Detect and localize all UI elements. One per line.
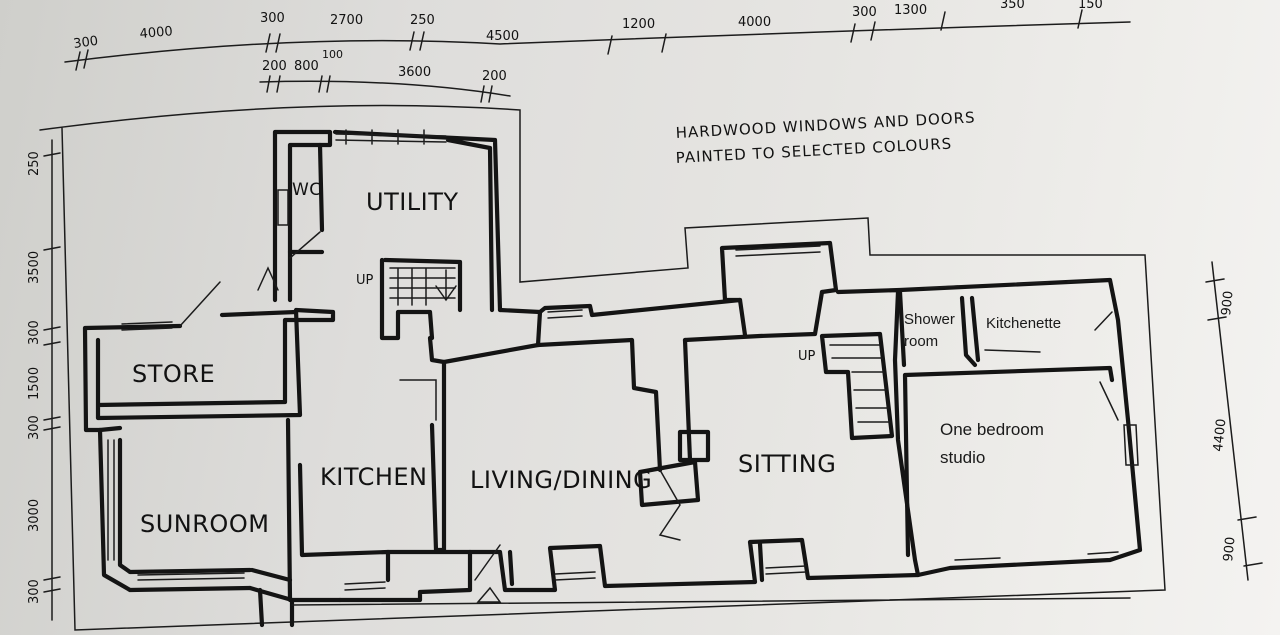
dim-top-12: 150 (1078, 0, 1103, 12)
site-boundary (39, 104, 1166, 631)
dim-second-3: 100 (322, 48, 343, 61)
dimension-labels-right: 900 4400 900 (1211, 290, 1239, 562)
dim-left-5: 300 (27, 415, 42, 440)
dim-left-7: 300 (27, 579, 42, 604)
dim-right-2: 4400 (1211, 418, 1229, 452)
dim-right-1: 900 (1219, 290, 1237, 316)
room-label-shower-room-line2: room (904, 333, 938, 350)
dim-second-2: 800 (294, 59, 319, 74)
dim-top-2: 4000 (139, 24, 173, 42)
dimension-labels-top: 300 4000 300 2700 250 4500 1200 4000 300… (72, 0, 1102, 52)
dim-left-6: 3000 (27, 499, 42, 532)
dim-top-6: 4500 (486, 29, 519, 44)
room-label-sunroom: SUNROOM (140, 510, 269, 538)
dim-left-1: 250 (27, 151, 42, 176)
room-label-sitting: SITTING (738, 450, 836, 478)
windows (107, 129, 1139, 591)
dim-top-8: 4000 (738, 15, 771, 30)
room-label-studio-line1: One bedroom (940, 420, 1044, 439)
dim-second-5: 200 (482, 69, 507, 84)
dim-right-3: 900 (1221, 536, 1239, 562)
dim-top-7: 1200 (622, 17, 655, 32)
room-label-studio-line2: studio (940, 448, 985, 467)
stair-up-label-2: UP (798, 349, 816, 364)
dim-top-1: 300 (72, 34, 99, 52)
room-label-living-dining: LIVING/DINING (470, 466, 652, 494)
dimension-chain-top (64, 9, 1131, 71)
dimension-chain-left (43, 139, 61, 621)
dim-top-11: 350 (1000, 0, 1025, 12)
dimension-chain-second (259, 75, 511, 103)
room-label-shower-room-line1: Shower (904, 311, 955, 328)
dim-top-5: 250 (410, 13, 435, 28)
room-label-kitchen: KITCHEN (320, 463, 428, 491)
dim-left-2: 3500 (27, 251, 42, 284)
dimension-labels-second: 200 800 100 3600 200 (262, 48, 507, 84)
dim-top-9: 300 (852, 5, 877, 20)
dim-top-10: 1300 (894, 3, 927, 18)
door-swings (179, 231, 1119, 603)
room-label-wc: WC (292, 180, 322, 200)
room-label-utility: UTILITY (366, 188, 459, 216)
dim-second-1: 200 (262, 59, 287, 74)
dim-left-4: 1500 (27, 367, 42, 400)
dim-left-3: 300 (27, 320, 42, 345)
dim-second-4: 3600 (398, 65, 431, 80)
stair-up-label-1: UP (356, 273, 374, 288)
dimension-labels-left: 250 3500 300 1500 300 3000 300 (27, 151, 42, 604)
dim-top-3: 300 (260, 11, 285, 26)
room-label-store: STORE (132, 360, 215, 388)
walls (82, 129, 1143, 628)
dimension-chain-right (1205, 261, 1263, 581)
room-label-kitchenette: Kitchenette (986, 315, 1061, 332)
dim-top-4: 2700 (330, 13, 363, 28)
